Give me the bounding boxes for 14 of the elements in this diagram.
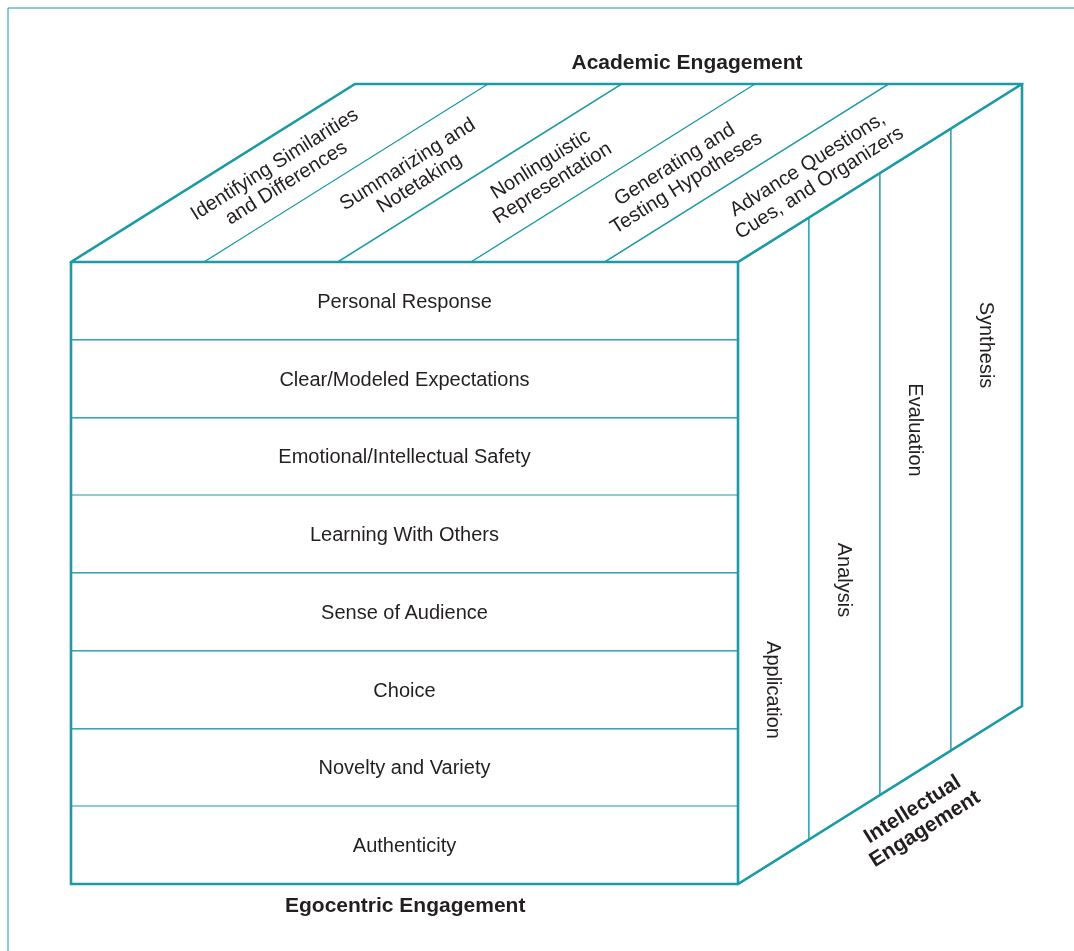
cell-text: Emotional/Intellectual Safety bbox=[277, 445, 532, 468]
cell-text: Novelty and Variety bbox=[317, 756, 492, 779]
cell-text: Synthesis bbox=[975, 300, 998, 391]
axis-label: Egocentric Engagement bbox=[285, 892, 526, 916]
cell-text: Learning With Others bbox=[309, 522, 500, 546]
cell-text: Sense of Audience bbox=[320, 600, 489, 624]
cell-text: Analysis bbox=[833, 541, 856, 620]
cell-text: Choice bbox=[372, 678, 437, 701]
cell-text: Authenticity bbox=[351, 833, 458, 857]
cell-text: Application bbox=[762, 640, 785, 741]
axis-label: Academic Engagement bbox=[571, 49, 803, 73]
cell-text: Personal Response bbox=[316, 289, 493, 313]
cell-text: Clear/Modeled Expectations bbox=[278, 367, 531, 390]
cell-text: Evaluation bbox=[904, 382, 927, 479]
